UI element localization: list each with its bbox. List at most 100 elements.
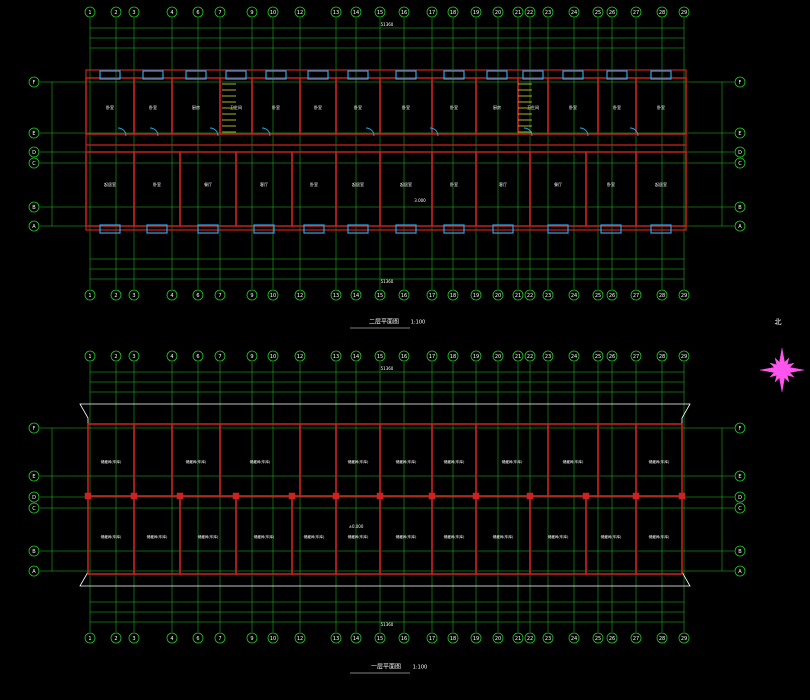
upper-axis-label-bottom: 28 <box>659 293 665 299</box>
upper-axis-bubble-top <box>592 6 604 18</box>
upper-axis-label-bottom: 18 <box>450 293 456 299</box>
upper-room-label-south: 餐厅 <box>204 181 212 187</box>
lower-row-bubble-right <box>734 422 746 434</box>
lower-north-bay <box>299 423 337 497</box>
lower-row-bubble-left <box>28 502 40 514</box>
upper-axis-label-top: 21 <box>515 10 521 16</box>
upper-row-label-left: C <box>32 161 36 167</box>
upper-axis-label-bottom: 21 <box>515 293 521 299</box>
upper-axis-bubble-bottom <box>350 289 362 301</box>
upper-window-north <box>225 70 247 80</box>
upper-row-label-right: E <box>738 131 741 137</box>
lower-axis-bubble-top <box>606 350 618 362</box>
upper-window-north <box>522 70 544 80</box>
upper-axis-bubble-bottom <box>606 289 618 301</box>
upper-row-bubble-right <box>734 76 746 88</box>
upper-room-label-north: 卧室 <box>657 104 665 110</box>
lower-room-label-north: 储藏间(车库) <box>101 459 122 464</box>
lower-structural-column <box>582 492 590 500</box>
lower-axis-bubble-bottom <box>470 632 482 644</box>
upper-row-label-right: A <box>738 224 742 230</box>
upper-axis-bubble-bottom <box>678 289 690 301</box>
upper-axis-label-bottom: 23 <box>545 293 551 299</box>
upper-door-swing <box>429 127 439 137</box>
upper-axis-bubble-top <box>246 6 258 18</box>
upper-axis-label-top: 15 <box>377 10 383 16</box>
lower-axis-label-bottom: 6 <box>196 636 199 642</box>
upper-axis-label-top: 18 <box>450 10 456 16</box>
upper-total-dimension-bottom: 51360 <box>381 279 394 284</box>
upper-window-south <box>395 224 417 234</box>
upper-axis-bubble-bottom <box>568 289 580 301</box>
lower-axis-bubble-bottom <box>128 632 140 644</box>
upper-window-south <box>600 224 622 234</box>
upper-axis-bubble-bottom <box>374 289 386 301</box>
lower-room-label-south: 储藏间(车库) <box>444 534 465 539</box>
upper-axis-bubble-top <box>398 6 410 18</box>
lower-plan-scale: 1:100 <box>413 665 427 671</box>
lower-axis-bubble-top <box>656 350 668 362</box>
upper-row-bubble-right <box>734 220 746 232</box>
lower-axis-bubble-top <box>192 350 204 362</box>
upper-axis-label-bottom: 19 <box>473 293 479 299</box>
lower-axis-label-top: 22 <box>527 354 533 360</box>
lower-row-label-right: E <box>738 474 741 480</box>
lower-axis-label-top: 3 <box>132 354 135 360</box>
lower-room-label-south: 储藏间(车库) <box>101 534 122 539</box>
upper-window-north <box>185 70 207 80</box>
lower-axis-label-bottom: 21 <box>515 636 521 642</box>
lower-axis-label-bottom: 7 <box>218 636 221 642</box>
upper-door-swing <box>523 127 533 137</box>
upper-row-label-right: D <box>738 150 742 156</box>
upper-window-north <box>395 70 417 80</box>
upper-axis-bubble-bottom <box>110 289 122 301</box>
upper-axis-label-bottom: 4 <box>170 293 173 299</box>
upper-south-room <box>635 151 687 227</box>
upper-window-south <box>650 224 672 234</box>
lower-axis-label-bottom: 4 <box>170 636 173 642</box>
lower-axis-label-bottom: 29 <box>681 636 687 642</box>
lower-axis-bubble-bottom <box>246 632 258 644</box>
upper-room-label-north: 卧室 <box>354 104 362 110</box>
lower-axis-bubble-top <box>374 350 386 362</box>
lower-axis-bubble-bottom <box>542 632 554 644</box>
lower-axis-bubble-bottom <box>192 632 204 644</box>
lower-room-label-north: 储藏间(车库) <box>649 459 670 464</box>
lower-row-bubble-right <box>734 491 746 503</box>
lower-axis-bubble-top <box>84 350 96 362</box>
upper-row-bubble-left <box>28 127 40 139</box>
lower-room-label-north: 储藏间(车库) <box>186 459 207 464</box>
upper-axis-label-top: 4 <box>170 10 173 16</box>
lower-structural-column <box>176 492 184 500</box>
lower-room-label-north: 储藏间(车库) <box>396 459 417 464</box>
lower-axis-bubble-bottom <box>350 632 362 644</box>
lower-axis-bubble-top <box>294 350 306 362</box>
upper-axis-label-top: 3 <box>132 10 135 16</box>
upper-room-label-north: 卧室 <box>314 104 322 110</box>
upper-axis-label-top: 9 <box>250 10 253 16</box>
upper-axis-label-bottom: 15 <box>377 293 383 299</box>
upper-room-label-north: 卫生间 <box>230 104 242 110</box>
lower-axis-bubble-top <box>470 350 482 362</box>
lower-axis-label-top: 10 <box>270 354 276 360</box>
upper-room-label-south: 餐厅 <box>554 181 562 187</box>
lower-room-label-north: 储藏间(车库) <box>563 459 584 464</box>
upper-axis-bubble-top <box>678 6 690 18</box>
upper-window-north <box>142 70 164 80</box>
upper-room-label-south: 起居室 <box>655 181 667 187</box>
upper-axis-label-bottom: 13 <box>333 293 339 299</box>
lower-row-bubble-left <box>28 491 40 503</box>
upper-window-south <box>443 224 465 234</box>
upper-row-bubble-left <box>28 76 40 88</box>
lower-structural-column <box>288 492 296 500</box>
lower-axis-label-top: 29 <box>681 354 687 360</box>
lower-row-bubble-left <box>28 565 40 577</box>
lower-axis-label-bottom: 1 <box>88 636 91 642</box>
upper-axis-bubble-top <box>524 6 536 18</box>
upper-axis-bubble-top <box>447 6 459 18</box>
lower-structural-column <box>232 492 240 500</box>
upper-row-label-left: F <box>33 80 36 86</box>
lower-axis-bubble-top <box>630 350 642 362</box>
lower-room-label-north: 储藏间(车库) <box>444 459 465 464</box>
lower-total-dimension-bottom: 51360 <box>381 622 394 627</box>
